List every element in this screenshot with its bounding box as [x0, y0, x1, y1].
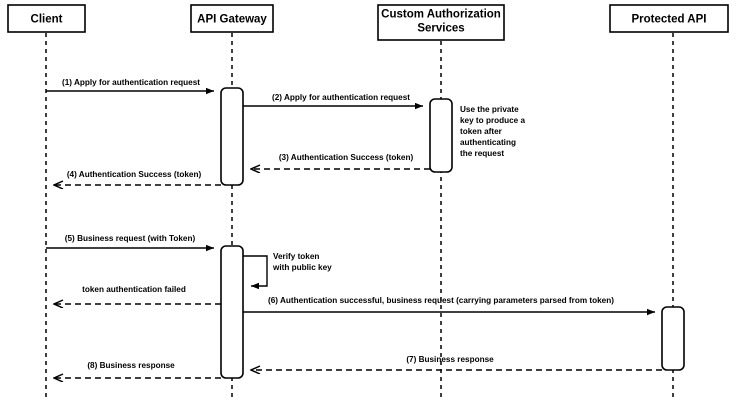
participant-box-protected-api[interactable]: [609, 4, 729, 33]
self-message-note-line-1: Verify token: [273, 252, 319, 261]
self-message-verify-token-arrow[interactable]: [243, 255, 268, 290]
message-5-label: (5) Business request (with Token): [65, 234, 196, 243]
participant-protected-api[interactable]: Protected API: [609, 4, 729, 33]
participant-label-client: Client: [31, 14, 63, 26]
message-8[interactable]: (8) Business response: [54, 361, 221, 378]
message-8-label: (8) Business response: [87, 361, 175, 370]
participant-label-custom-authorization-services-line1: Custom Authorization: [381, 9, 501, 21]
message-3[interactable]: (3) Authentication Success (token): [251, 153, 430, 169]
message-4[interactable]: (4) Authentication Success (token): [54, 170, 221, 185]
participant-custom-authorization-services[interactable]: Custom Authorization Services: [377, 4, 505, 41]
message-4-label: (4) Authentication Success (token): [67, 170, 202, 179]
message-token-authentication-failed-label: token authentication failed: [82, 285, 186, 294]
participant-api-gateway[interactable]: API Gateway: [190, 4, 274, 33]
message-6-label: (6) Authentication successful, business …: [268, 296, 614, 305]
cas-note-line-1: Use the private: [460, 105, 519, 114]
participant-box-api-gateway[interactable]: [190, 4, 274, 33]
message-token-authentication-failed[interactable]: token authentication failed: [54, 285, 221, 304]
lifelines-group: [45, 33, 674, 397]
participant-box-custom-authorization-services[interactable]: [377, 4, 505, 41]
cas-note-line-4: authenticating: [460, 138, 516, 147]
message-6[interactable]: (6) Authentication successful, business …: [243, 296, 655, 316]
note-custom-authorization-services: Use the private key to produce a token a…: [460, 105, 526, 158]
participant-label-protected-api: Protected API: [632, 14, 707, 26]
message-3-label: (3) Authentication Success (token): [279, 153, 414, 162]
cas-note-line-2: key to produce a: [460, 116, 526, 125]
cas-note-line-3: token after: [460, 127, 503, 136]
activation-protected-api[interactable]: [661, 306, 685, 371]
activation-api-gateway-business[interactable]: [220, 245, 244, 379]
message-2-label: (2) Apply for authentication request: [272, 93, 410, 102]
message-1[interactable]: (1) Apply for authentication request: [46, 78, 214, 95]
self-message-verify-token[interactable]: Verify token with public key: [243, 252, 332, 290]
activation-api-gateway-auth[interactable]: [220, 87, 244, 186]
participant-label-api-gateway: API Gateway: [197, 14, 267, 26]
participant-label-custom-authorization-services-line2: Services: [417, 23, 464, 35]
message-7[interactable]: (7) Business response: [251, 355, 662, 370]
activation-bars-group: [220, 87, 685, 379]
participant-box-client[interactable]: [7, 4, 86, 33]
message-2[interactable]: (2) Apply for authentication request: [243, 93, 423, 110]
self-message-note-line-2: with public key: [272, 263, 332, 272]
message-1-label: (1) Apply for authentication request: [62, 78, 200, 87]
message-5[interactable]: (5) Business request (with Token): [46, 234, 214, 252]
participant-client[interactable]: Client: [7, 4, 86, 33]
activation-custom-authorization-services[interactable]: [429, 98, 453, 173]
message-7-label: (7) Business response: [406, 355, 494, 364]
cas-note-line-5: the request: [460, 149, 504, 158]
